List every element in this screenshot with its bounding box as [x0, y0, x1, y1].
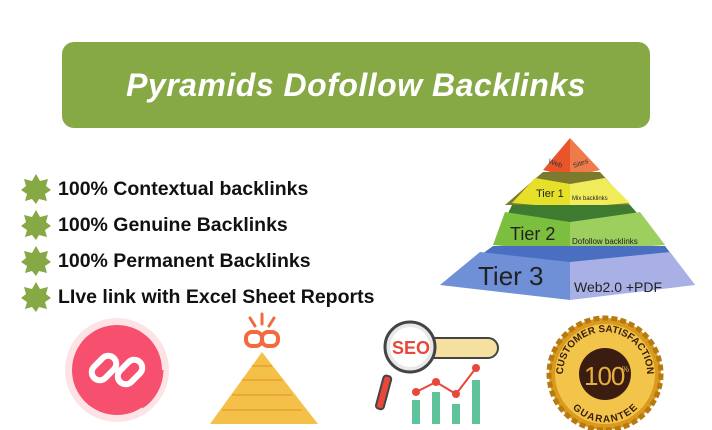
tier1-desc: Mix backlinks — [572, 196, 608, 202]
tier2-label: Tier 2 — [510, 224, 555, 244]
link-icon — [65, 318, 169, 422]
satisfaction-guarantee-badge: 100 % CUSTOMER SATISFACTION GUARANTEE — [546, 315, 664, 430]
feature-text: 100% Permanent Backlinks — [58, 249, 311, 272]
feature-text: LIve link with Excel Sheet Reports — [58, 285, 375, 308]
tier3-desc: Web2.0 +PDF — [574, 279, 662, 295]
feature-item: 100% Permanent Backlinks — [20, 243, 374, 279]
badge-number: 100 — [584, 361, 625, 391]
feature-item: 100% Contextual backlinks — [20, 171, 374, 207]
feature-item: 100% Genuine Backlinks — [20, 207, 374, 243]
star-badge-icon — [21, 246, 51, 276]
star-badge-icon — [21, 282, 51, 312]
page-title: Pyramids Dofollow Backlinks — [126, 66, 586, 103]
feature-list: 100% Contextual backlinks 100% Genuine B… — [20, 171, 374, 315]
tier3-label: Tier 3 — [478, 261, 544, 291]
star-badge-icon — [21, 210, 51, 240]
seo-label: SEO — [392, 338, 430, 358]
chain-pyramid-icon — [210, 312, 318, 424]
tier2-desc: Dofollow backlinks — [572, 237, 638, 246]
tier1-label: Tier 1 — [536, 188, 564, 200]
seo-icon: SEO — [375, 320, 499, 424]
star-badge-icon — [21, 174, 51, 204]
feature-text: 100% Genuine Backlinks — [58, 213, 288, 236]
pyramid-top-left-label: Web — [547, 158, 563, 169]
feature-item: LIve link with Excel Sheet Reports — [20, 279, 374, 315]
badge-percent: % — [622, 365, 629, 374]
feature-text: 100% Contextual backlinks — [58, 177, 309, 200]
tier-pyramid: Web Sites Tier 1 Mix backlinks Tier 2 Do… — [440, 138, 695, 300]
title-banner: Pyramids Dofollow Backlinks — [62, 42, 650, 128]
